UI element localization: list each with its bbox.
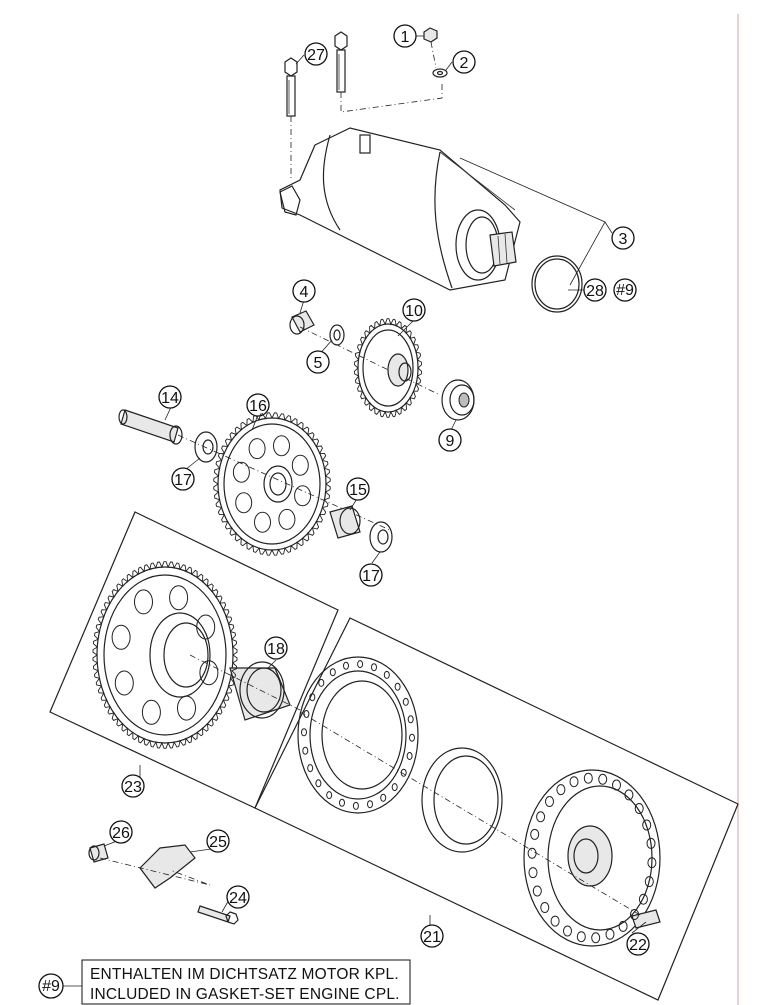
callout-9-ref: #9 <box>613 278 637 302</box>
callout-17-lower: 17 <box>359 563 383 587</box>
gear-23-teeth <box>92 561 238 749</box>
callout-22: 22 <box>626 932 650 956</box>
note-legend: #9 ENTHALTEN IM DICHTSATZ MOTOR KPL. INC… <box>38 959 411 1005</box>
bushing-15 <box>329 505 361 539</box>
callout-14-label: 14 <box>161 390 179 407</box>
callout-26: 26 <box>109 820 133 844</box>
washer-17-lower <box>369 521 393 553</box>
callout-21-label: 21 <box>423 929 441 946</box>
gear-23-holes <box>111 585 219 725</box>
callout-25: 25 <box>206 829 230 853</box>
callout-1: 1 <box>393 24 417 48</box>
freewheel-cage-21 <box>421 747 503 853</box>
pin-14 <box>118 409 183 445</box>
nut-1 <box>423 27 438 43</box>
callout-5-label: 5 <box>314 355 323 372</box>
callout-17-upper-label: 17 <box>174 472 192 489</box>
callout-23-label: 23 <box>124 779 142 796</box>
callout-26-label: 26 <box>112 825 130 842</box>
callout-4: 4 <box>292 279 316 303</box>
callout-16: 16 <box>246 393 270 417</box>
callout-2: 2 <box>452 50 476 74</box>
ball-bearing-9 <box>441 379 475 421</box>
note-line-1: ENTHALTEN IM DICHTSATZ MOTOR KPL. <box>90 966 399 983</box>
idler-gear-10 <box>357 323 419 413</box>
callout-16-label: 16 <box>249 398 267 415</box>
callout-25-label: 25 <box>209 834 227 851</box>
gear-10-teeth <box>354 318 422 418</box>
callout-24: 24 <box>226 885 250 909</box>
plug-26 <box>88 843 109 863</box>
callout-21: 21 <box>420 924 444 948</box>
callout-23: 23 <box>121 774 145 798</box>
freewheel-ring-21 <box>297 656 419 814</box>
callout-1-label: 1 <box>401 29 410 46</box>
note-line-2: INCLUDED IN GASKET-SET ENGINE CPL. <box>90 986 400 1003</box>
bolt-27-left <box>284 57 298 117</box>
callout-4-label: 4 <box>300 284 309 301</box>
callout-9: 9 <box>438 428 462 452</box>
callout-24-label: 24 <box>229 890 247 907</box>
callout-10: 10 <box>402 298 426 322</box>
callout-22-label: 22 <box>629 937 647 954</box>
bracket-25 <box>139 844 196 889</box>
callout-15-label: 15 <box>349 482 367 499</box>
bolt-27-right <box>334 31 348 93</box>
callout-17-lower-label: 17 <box>362 568 380 585</box>
washer-5 <box>329 324 345 346</box>
washer-17-upper <box>194 431 218 463</box>
gear-16-holes <box>232 435 312 533</box>
gear-16-teeth <box>213 412 331 556</box>
flywheel-slots <box>527 772 657 944</box>
callout-10-label: 10 <box>405 303 423 320</box>
callout-14: 14 <box>158 385 182 409</box>
panel-21-frame <box>254 617 739 1001</box>
callout-18-label: 18 <box>267 641 285 658</box>
o-ring-28 <box>531 255 583 313</box>
note-ref-label: #9 <box>42 978 60 995</box>
callout-18: 18 <box>264 636 288 660</box>
washer-2 <box>432 68 448 78</box>
callout-3-label: 3 <box>619 231 628 248</box>
callout-28: 28 <box>583 278 607 302</box>
callout-17-upper: 17 <box>171 467 195 491</box>
callout-2-label: 2 <box>460 55 469 72</box>
bearing-18 <box>229 661 291 721</box>
callout-27-label: 27 <box>307 47 325 64</box>
freewheel-ring-holes <box>301 660 415 810</box>
intermediate-gear-16 <box>217 417 327 551</box>
bolt-24 <box>197 905 239 925</box>
callout-5: 5 <box>306 350 330 374</box>
callout-3: 3 <box>611 226 635 250</box>
callout-27: 27 <box>304 42 328 66</box>
callout-15: 15 <box>346 477 370 501</box>
callout-28-label: 28 <box>586 283 604 300</box>
callout-9-ref-label: #9 <box>616 282 634 299</box>
starter-gear-23 <box>96 566 234 744</box>
starter-motor-3 <box>279 127 521 291</box>
callout-9-label: 9 <box>446 433 455 450</box>
bushing-4 <box>289 310 315 335</box>
